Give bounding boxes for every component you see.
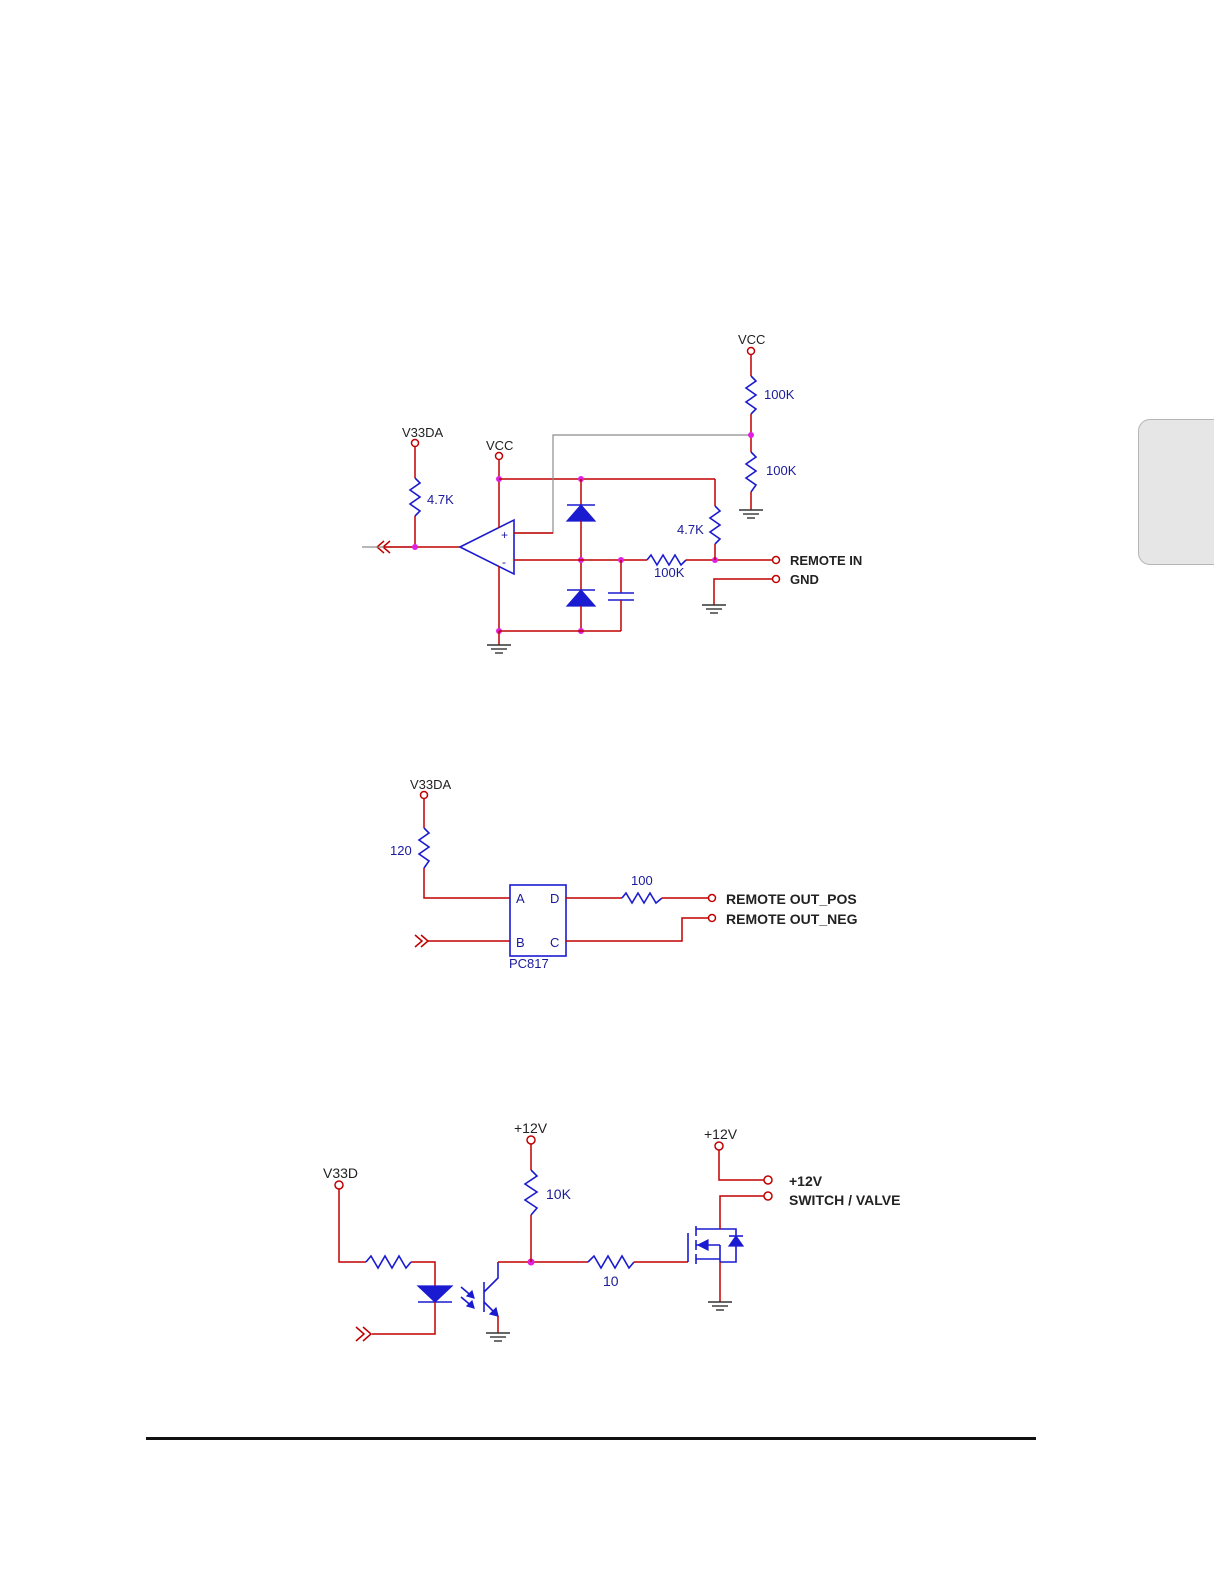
opamp-plus: +	[501, 528, 508, 542]
vcc-terminal	[496, 453, 503, 460]
signal-arrow-right-icon	[356, 1327, 371, 1341]
resistor-10k	[525, 1170, 537, 1215]
pin-d: D	[550, 891, 559, 906]
v33da-label: V33DA	[402, 425, 444, 440]
r-series-label: 100K	[654, 565, 685, 580]
r-led-label: 120	[390, 843, 412, 858]
resistor-120	[419, 828, 429, 868]
remote-in-label: REMOTE IN	[790, 553, 862, 568]
resistor-4k7-input	[710, 506, 720, 544]
r-bottom-label: 100K	[766, 463, 797, 478]
out-switch-terminal	[764, 1192, 772, 1200]
v33d-label: V33D	[323, 1165, 358, 1181]
circuit-remote-in: V33DA 4.7K + - VCC	[362, 332, 862, 653]
r-input-label: 4.7K	[677, 522, 704, 537]
clamp-diode-top	[567, 505, 595, 521]
vcc-label-top: VCC	[738, 332, 765, 347]
remote-in-terminal	[773, 557, 780, 564]
resistor-100k-series	[647, 555, 686, 565]
circuit-switch-valve: V33D +12V 10K	[323, 1120, 900, 1341]
mosfet-symbol	[688, 1226, 743, 1264]
gnd-terminal	[773, 576, 780, 583]
v12-label-left: +12V	[514, 1120, 548, 1136]
vcc-top-terminal	[748, 348, 755, 355]
resistor-100k-bottom	[746, 452, 756, 492]
out-switch-label: SWITCH / VALVE	[789, 1192, 900, 1208]
r-top-label: 100K	[764, 387, 795, 402]
v12-label-right: +12V	[704, 1126, 738, 1142]
r-pullup-label: 4.7K	[427, 492, 454, 507]
r-pullup-10k-label: 10K	[546, 1186, 572, 1202]
out-12v-label: +12V	[789, 1173, 823, 1189]
opamp-minus: -	[502, 555, 506, 569]
opto-led	[418, 1286, 452, 1302]
ground-icon	[487, 645, 511, 653]
pin-c: C	[550, 935, 559, 950]
resistor-gate-10	[588, 1256, 634, 1268]
out-neg-terminal	[709, 915, 716, 922]
resistor-led	[366, 1256, 411, 1268]
ground-icon	[702, 605, 726, 613]
pin-a: A	[516, 891, 525, 906]
circuit-remote-out: V33DA 120 A D B C PC817 100 REMOTE OUT_P…	[390, 777, 858, 971]
part-label: PC817	[509, 956, 549, 971]
resistor-100	[622, 893, 662, 903]
out-12v-terminal	[764, 1176, 772, 1184]
pin-b: B	[516, 935, 525, 950]
ground-icon	[486, 1333, 510, 1341]
gnd-label: GND	[790, 572, 819, 587]
ground-icon	[739, 510, 763, 518]
out-neg-label: REMOTE OUT_NEG	[726, 911, 858, 927]
r-gate-label: 10	[603, 1273, 619, 1289]
v12-terminal-right	[715, 1142, 723, 1150]
vcc-label-opamp: VCC	[486, 438, 513, 453]
v33da-terminal	[412, 440, 419, 447]
resistor-4k7-pullup	[410, 478, 420, 516]
clamp-diode-bottom	[567, 590, 595, 606]
light-emission-icon	[461, 1287, 474, 1308]
ground-icon	[708, 1302, 732, 1310]
v33da-terminal-2	[421, 792, 428, 799]
out-pos-terminal	[709, 895, 716, 902]
out-pos-label: REMOTE OUT_POS	[726, 891, 857, 907]
resistor-100k-top	[746, 376, 756, 414]
r-out-label: 100	[631, 873, 653, 888]
v33da-label-2: V33DA	[410, 777, 452, 792]
v12-terminal-left	[527, 1136, 535, 1144]
signal-arrow-right-icon	[415, 935, 428, 947]
v33d-terminal	[335, 1181, 343, 1189]
